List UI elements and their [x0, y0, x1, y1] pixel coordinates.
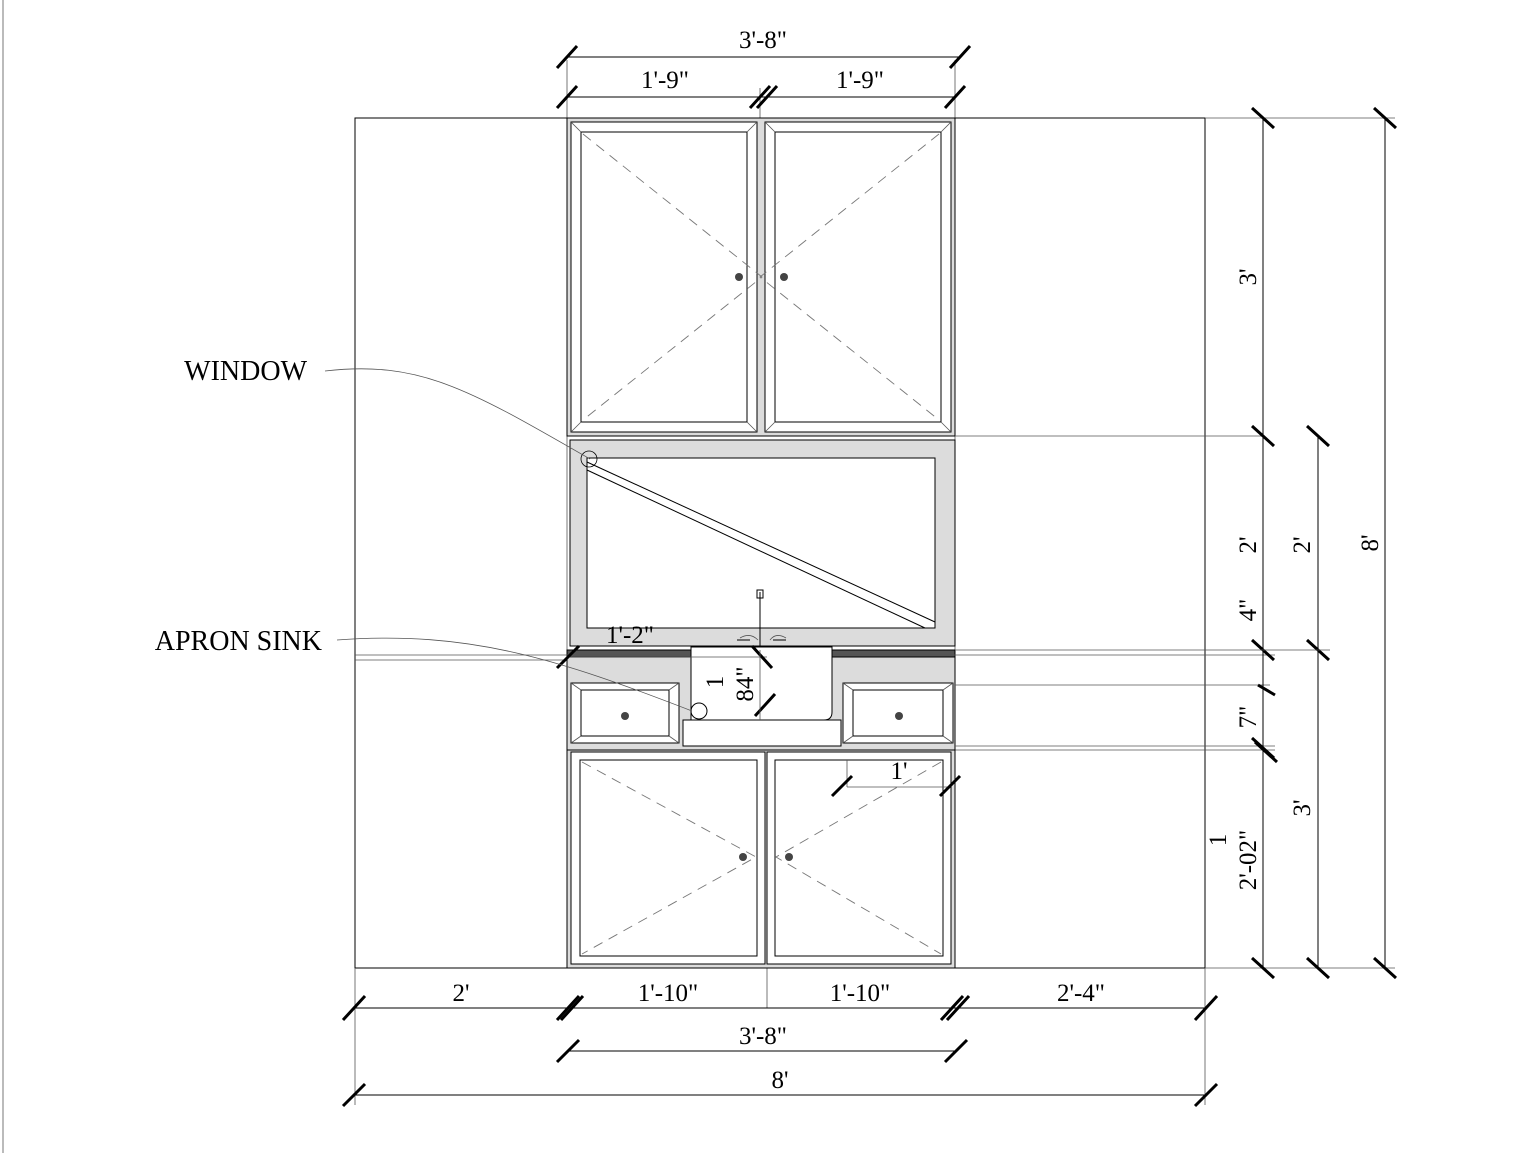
- dim-bottom-right-wall: 2'-4": [1057, 980, 1105, 1007]
- base-left-knob: [739, 853, 747, 861]
- right-drawer-knob: [895, 712, 903, 720]
- upper-right-door-swing: [759, 133, 940, 421]
- dim-right-base-frac: 2'-02": [1235, 830, 1262, 891]
- dim-right-window: 2': [1235, 536, 1262, 553]
- dim-top-right: 1'-9": [836, 67, 884, 94]
- dim-bottom-right-door: 1'-10": [830, 980, 891, 1007]
- upper-left-door-swing: [582, 133, 763, 421]
- dim-right-base-outer: 3': [1289, 799, 1316, 816]
- dim-bottom-left-wall: 2': [452, 980, 469, 1007]
- dim-drawer-width: 1': [890, 758, 907, 785]
- dim-right-overall: 8': [1357, 534, 1384, 551]
- dim-right-upper: 3': [1235, 268, 1262, 285]
- dim-bottom-left-door: 1'-10": [638, 980, 699, 1007]
- dim-top-left: 1'-9": [641, 67, 689, 94]
- upper-right-knob: [780, 273, 788, 281]
- base-right-knob: [785, 853, 793, 861]
- dim-right-base-frac-num: 1: [1205, 834, 1232, 847]
- dim-right-backsplash: 4": [1235, 599, 1262, 622]
- right-dimensions: [955, 106, 1398, 980]
- window-leader-line: [324, 368, 591, 460]
- base-cabinets: [566, 749, 956, 969]
- base-right-door-swing: [775, 761, 942, 955]
- base-left-door-swing: [581, 761, 757, 955]
- dim-bottom-cabinet-total: 3'-8": [739, 1023, 787, 1050]
- dim-sink-frac: 84": [732, 666, 759, 701]
- dim-sink-offset: 1'-2": [606, 622, 654, 649]
- dim-sink-frac-num: 1: [702, 676, 729, 689]
- top-dimensions: [555, 44, 972, 110]
- apron-sink-leader-line: [336, 637, 693, 712]
- dim-right-window-outer: 2': [1289, 536, 1316, 553]
- left-drawer-knob: [621, 712, 629, 720]
- drawers: [570, 682, 954, 744]
- label-window: WINDOW: [184, 356, 307, 387]
- dim-top-total: 3'-8": [739, 27, 787, 54]
- bottom-dimensions: [341, 994, 1219, 1108]
- label-apron-sink: APRON SINK: [155, 626, 322, 657]
- upper-left-knob: [735, 273, 743, 281]
- apron-sink-callout-circle: [690, 702, 708, 720]
- dim-right-drawer: 7": [1235, 706, 1262, 729]
- dim-bottom-overall: 8': [771, 1067, 788, 1094]
- window: [569, 439, 956, 647]
- upper-cabinets: [566, 117, 956, 437]
